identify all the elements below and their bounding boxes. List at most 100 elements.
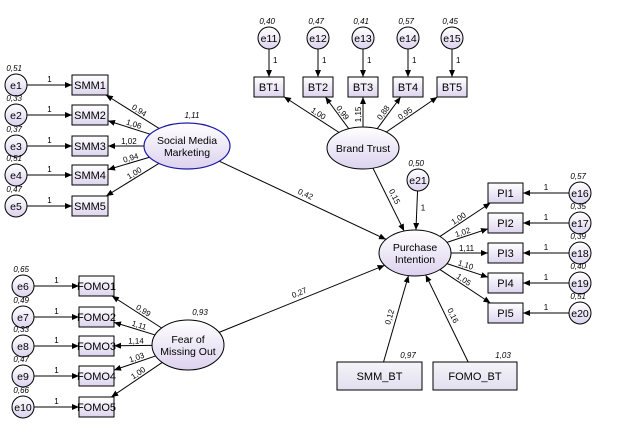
indicator-label-bt5: BT5 [442, 82, 462, 94]
error-label-e19: e19 [571, 278, 589, 290]
loading-arrow-smm4 [107, 156, 150, 171]
error-e1[interactable] [4, 73, 28, 97]
error-e3[interactable] [4, 134, 28, 158]
error-e7[interactable] [11, 305, 35, 329]
path-label-smm_bt: 0,12 [383, 308, 396, 326]
error-label-e14: e14 [399, 33, 417, 45]
indicator-label-pi4: PI4 [497, 278, 514, 290]
loading-arrow-bt4 [376, 96, 402, 130]
error-e19[interactable] [568, 271, 592, 295]
error-label-e3: e3 [10, 141, 22, 153]
loading-arrow-fomo4 [113, 355, 156, 371]
indicator-label-fomo2: FOMO2 [77, 312, 116, 324]
latent-label-pi: Intention [395, 254, 435, 266]
indicator-bt5[interactable] [436, 76, 468, 98]
indicator-bt4[interactable] [392, 76, 424, 98]
indicator-pi4[interactable] [487, 272, 524, 294]
error-weight-e12: 1 [322, 56, 327, 65]
indicator-fomo2[interactable] [78, 306, 115, 328]
error-e20[interactable] [568, 301, 592, 325]
indicator-fomo5[interactable] [78, 396, 115, 418]
indicator-label-smm4: SMM4 [74, 170, 106, 182]
path-label-smm: 0,42 [296, 187, 314, 202]
latent-bt[interactable] [326, 126, 400, 170]
error-e17[interactable] [568, 211, 592, 235]
error-e5[interactable] [4, 194, 28, 218]
error-weight-e7: 1 [54, 307, 59, 316]
error-e4[interactable] [4, 163, 28, 187]
indicator-smm4[interactable] [71, 164, 109, 186]
indicator-smm2[interactable] [71, 104, 109, 126]
error-label-e4: e4 [10, 170, 22, 182]
error-label-e15: e15 [443, 33, 461, 45]
error-e12[interactable] [306, 26, 330, 50]
error-weight-e18: 1 [544, 243, 549, 252]
indicator-label-bt1: BT1 [259, 82, 279, 94]
error-variance-e14: 0,57 [398, 17, 414, 26]
indicator-fomo3[interactable] [78, 335, 115, 357]
loading-arrow-smm1 [105, 94, 160, 129]
error-variance-e9: 0,47 [13, 355, 29, 364]
error-variance-e20: 0,51 [570, 292, 586, 301]
error-e6[interactable] [11, 274, 35, 298]
error-weight-e21: 1 [421, 203, 426, 212]
error-variance-e19: 0,40 [570, 262, 586, 271]
error-e21[interactable] [406, 168, 430, 192]
loading-label-bt3: 1,15 [354, 106, 363, 122]
error-variance-e11: 0,40 [259, 17, 275, 26]
error-label-e20: e20 [571, 308, 589, 320]
error-label-e11: e11 [261, 33, 278, 45]
indicator-label-smm1: SMM1 [74, 80, 106, 92]
error-weight-e11: 1 [273, 56, 278, 65]
latent-fomo[interactable] [151, 319, 225, 371]
indicator-smm_bt[interactable] [336, 361, 423, 391]
error-weight-e14: 1 [412, 56, 417, 65]
indicator-label-pi5: PI5 [497, 308, 514, 320]
path-arrow-fomo [218, 264, 385, 333]
indicator-pi1[interactable] [487, 182, 524, 204]
indicator-pi3[interactable] [487, 242, 524, 264]
indicator-label-smm3: SMM3 [74, 141, 106, 153]
error-e16[interactable] [568, 181, 592, 205]
indicator-smm3[interactable] [71, 135, 109, 157]
indicator-bt1[interactable] [253, 76, 285, 98]
error-variance-e15: 0,45 [442, 17, 458, 26]
indicator-fomo1[interactable] [78, 275, 115, 297]
error-e8[interactable] [11, 334, 35, 358]
latent-smm[interactable] [143, 122, 231, 170]
error-e14[interactable] [396, 26, 420, 50]
error-label-e2: e2 [10, 110, 22, 122]
indicator-pi5[interactable] [487, 302, 524, 324]
indicator-smm5[interactable] [71, 195, 109, 217]
indicator-bt2[interactable] [302, 76, 334, 98]
error-e13[interactable] [351, 26, 375, 50]
indicator-bt3[interactable] [347, 76, 379, 98]
error-e9[interactable] [11, 364, 35, 388]
indicator-fomo4[interactable] [78, 365, 115, 387]
path-label-bt: 0,15 [387, 188, 402, 206]
error-weight-e4: 1 [47, 165, 52, 174]
error-label-e13: e13 [354, 33, 372, 45]
indicator-pi2[interactable] [487, 212, 524, 234]
error-e10[interactable] [11, 395, 35, 419]
error-e11[interactable] [257, 26, 281, 50]
error-variance-e10: 0,66 [13, 386, 29, 395]
path-arrow-smm_bt [383, 275, 410, 363]
error-e15[interactable] [440, 26, 464, 50]
indicator-fomo_bt[interactable] [432, 361, 518, 391]
error-e18[interactable] [568, 241, 592, 265]
latent-pi[interactable] [378, 229, 452, 277]
error-variance-e2: 0,33 [6, 94, 22, 103]
error-variance-e21: 0,50 [408, 159, 424, 168]
error-e2[interactable] [4, 103, 28, 127]
indicator-smm1[interactable] [71, 74, 109, 96]
error-variance-e16: 0,57 [570, 172, 586, 181]
error-variance-e17: 0,35 [570, 202, 586, 211]
error-variance-e4: 0,51 [6, 154, 22, 163]
loading-label-pi3: 1,11 [459, 244, 475, 253]
latent-variance-smm: 1,11 [185, 111, 200, 120]
path-arrow-bt [372, 167, 405, 232]
error-weight-e8: 1 [54, 336, 59, 345]
error-label-e9: e9 [17, 371, 29, 383]
error-variance-e3: 0,37 [6, 125, 22, 134]
